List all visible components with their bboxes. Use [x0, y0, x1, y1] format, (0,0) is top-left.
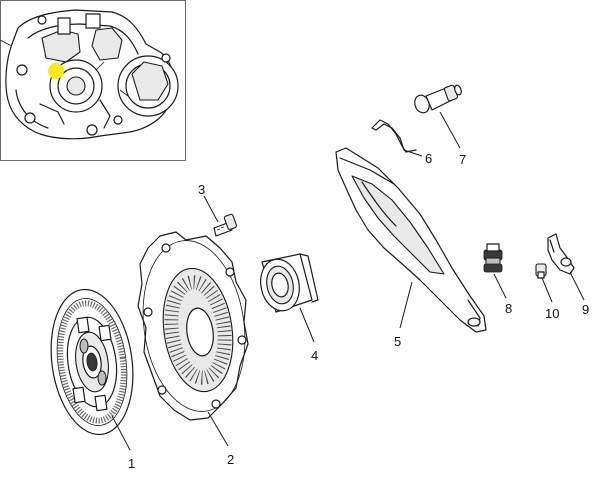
release-bearing [260, 253, 319, 313]
leader-5 [399, 281, 413, 329]
pressure-plate [137, 231, 249, 421]
callout-8: 8 [505, 301, 512, 316]
callout-7: 7 [459, 152, 466, 167]
callout-2: 2 [227, 452, 234, 467]
callout-3: 3 [198, 182, 205, 197]
leader-1 [111, 415, 131, 451]
retaining-spring-clip [371, 119, 417, 153]
leader-4 [299, 307, 315, 343]
pressure-plate-bolt [213, 213, 238, 237]
inset-locator-view [0, 0, 186, 161]
callout-6: 6 [425, 151, 432, 166]
bracket-bolt [535, 263, 547, 279]
leader-10 [541, 277, 553, 303]
leader-9 [569, 271, 585, 301]
leader-8 [493, 273, 507, 299]
diaphragm-spring-fingers [164, 275, 232, 385]
callout-4: 4 [311, 348, 318, 363]
callout-numbers: 1 2 3 4 5 6 7 8 9 10 [128, 151, 589, 471]
leader-lines [111, 111, 585, 451]
callout-9: 9 [582, 302, 589, 317]
leader-7 [439, 111, 461, 149]
callout-5: 5 [394, 334, 401, 349]
locator-highlight [48, 63, 64, 79]
pivot-ball-stud [414, 84, 462, 114]
release-fork [335, 147, 487, 333]
leader-6 [403, 149, 423, 157]
clutch-disc [50, 288, 134, 436]
callout-1: 1 [128, 456, 135, 471]
bracket [547, 233, 575, 275]
callout-10: 10 [545, 306, 559, 321]
leader-3 [203, 195, 219, 223]
friction-lining-hatch [57, 300, 127, 424]
bush [483, 243, 503, 273]
leader-2 [207, 411, 229, 447]
